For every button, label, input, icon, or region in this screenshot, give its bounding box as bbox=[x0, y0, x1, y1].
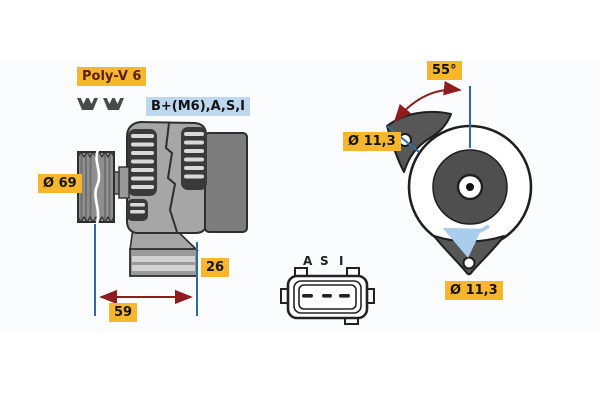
belt-profile-icon bbox=[77, 97, 98, 110]
mounting-foot bbox=[129, 225, 199, 277]
shaft-center bbox=[466, 183, 474, 191]
vent-slots-left bbox=[128, 129, 157, 196]
belt-type-label: Poly-V 6 bbox=[77, 67, 147, 86]
angle-arc-arrow bbox=[393, 81, 462, 123]
rear-housing bbox=[204, 132, 248, 233]
poly-v-pulley bbox=[77, 149, 115, 225]
belt-profile-icon bbox=[103, 97, 124, 110]
alternator-front-view bbox=[386, 81, 533, 276]
casting-rib-line bbox=[164, 122, 178, 233]
dimension-lines-side bbox=[94, 224, 198, 316]
connector-pin-i-label: I bbox=[339, 254, 344, 268]
connector-pin-s-label: S bbox=[320, 254, 329, 268]
hole-diameter-bottom-label: Ø 11,3 bbox=[445, 281, 503, 300]
pulley-diameter-label: Ø 69 bbox=[38, 174, 82, 193]
vent-slots-lower bbox=[127, 199, 148, 221]
dimension-59-label: 59 bbox=[109, 303, 138, 322]
break-line bbox=[94, 149, 101, 225]
alternator-side-view bbox=[77, 97, 248, 316]
dimension-26-label: 26 bbox=[201, 258, 230, 277]
mounting-angle-label: 55° bbox=[427, 61, 462, 80]
hole-diameter-top-label: Ø 11,3 bbox=[343, 132, 401, 151]
connector-pins bbox=[302, 294, 350, 298]
vent-slots-right bbox=[181, 127, 207, 190]
connector-pin-a-label: A bbox=[303, 254, 313, 268]
rotation-direction-arrow bbox=[442, 224, 490, 258]
terminals-label: B+(M6),A,S,I bbox=[146, 97, 250, 116]
mounting-hole-bottom bbox=[462, 256, 476, 270]
dimension-lines-front bbox=[386, 81, 471, 153]
connector-plug-view bbox=[280, 267, 375, 325]
